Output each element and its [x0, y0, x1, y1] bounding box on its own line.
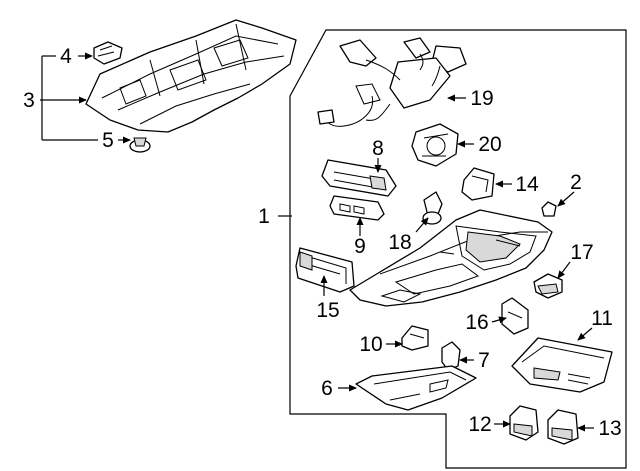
callout-19: 19 — [470, 87, 493, 110]
lamp-module — [411, 123, 459, 167]
switch-bezel-lower — [295, 247, 355, 293]
switch-panel — [329, 195, 385, 221]
small-clip — [541, 201, 557, 217]
callout-7: 7 — [478, 349, 490, 372]
callout-2: 2 — [570, 171, 582, 194]
callout-13: 13 — [598, 417, 621, 440]
reading-lamp-left — [509, 405, 539, 441]
retainer-clip — [441, 341, 461, 371]
console-housing — [349, 209, 553, 307]
callout-14: 14 — [515, 173, 539, 196]
callout-labels: 1 2 3 4 5 6 7 8 9 10 11 12 13 14 15 16 1… — [23, 45, 622, 440]
callout-4: 4 — [60, 45, 72, 68]
callout-18: 18 — [388, 231, 411, 254]
callout-11: 11 — [591, 307, 613, 330]
callout-15: 15 — [316, 299, 339, 322]
leader-lines — [40, 52, 594, 432]
mount-bracket — [461, 167, 495, 201]
wiring-harness — [317, 37, 467, 127]
assembly-frame — [289, 29, 627, 469]
callout-12: 12 — [468, 413, 491, 436]
reading-lamp-right — [547, 409, 579, 445]
bracket-part — [93, 41, 123, 65]
callout-9: 9 — [354, 235, 366, 258]
callout-20: 20 — [478, 133, 501, 156]
lamp-bracket — [501, 297, 529, 335]
callout-1: 1 — [258, 205, 270, 228]
switch-bezel-upper — [321, 159, 397, 197]
console-lid — [511, 337, 613, 393]
reinforcement-panel — [85, 19, 297, 133]
callout-8: 8 — [372, 137, 384, 160]
callout-3: 3 — [23, 89, 35, 112]
switch-bracket — [401, 325, 429, 351]
trim-panel — [355, 365, 477, 411]
callout-5: 5 — [102, 129, 114, 152]
sensor-part — [422, 191, 443, 225]
clip-part — [129, 137, 151, 153]
callout-16: 16 — [465, 311, 488, 334]
callout-17: 17 — [570, 241, 593, 264]
lamp-part — [533, 273, 563, 299]
callout-10: 10 — [359, 333, 382, 356]
callout-6: 6 — [321, 377, 333, 400]
